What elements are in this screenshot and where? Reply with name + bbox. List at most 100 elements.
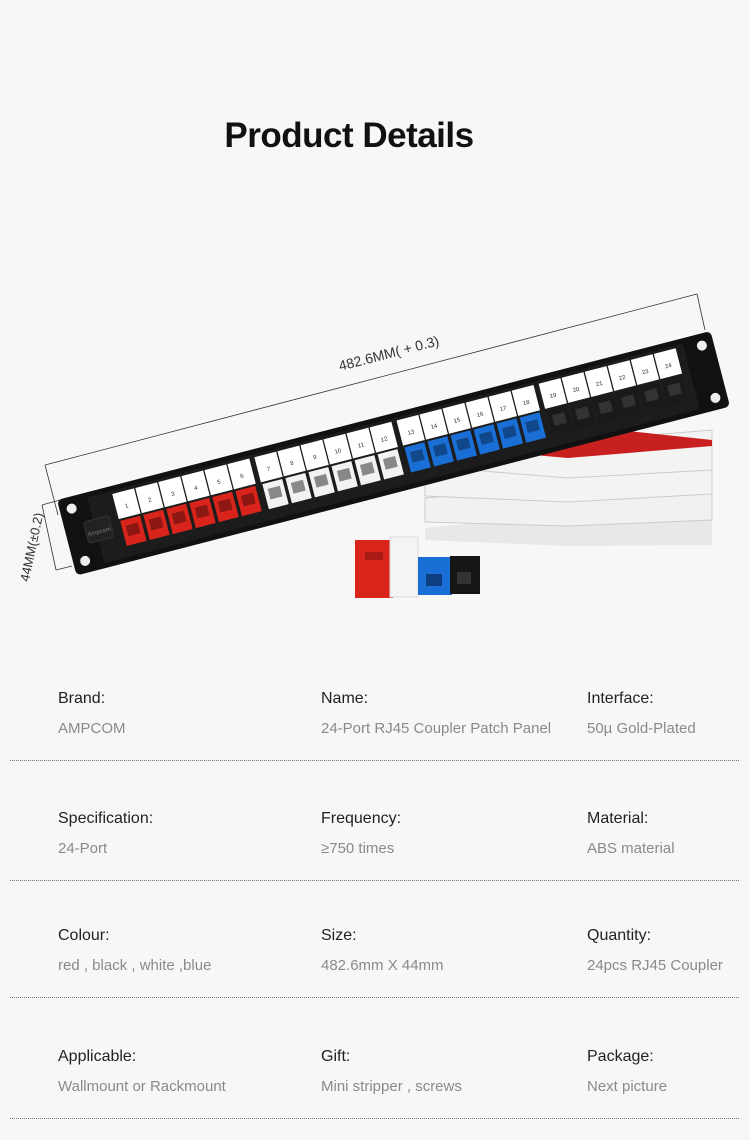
spec-row: Specification: 24-Port Frequency: ≥750 time… — [10, 810, 739, 881]
spec-value: 482.6mm X 44mm — [321, 957, 444, 974]
port-label-2 — [135, 482, 164, 514]
spec-item: Gift: Mini stripper , screws — [321, 1048, 462, 1095]
spec-label: Specification: — [58, 810, 154, 827]
port-number: 6 — [240, 473, 245, 480]
port-number: 23 — [641, 369, 650, 377]
rj45-port-5 — [212, 491, 239, 523]
port-number: 2 — [148, 497, 153, 504]
port-label-7 — [254, 451, 283, 483]
port-number: 17 — [499, 405, 508, 413]
spec-label: Name: — [321, 690, 369, 707]
port-label-3 — [158, 476, 187, 508]
spec-label: Interface: — [587, 690, 654, 707]
port-label-22 — [607, 360, 637, 392]
port-number: 19 — [549, 393, 558, 401]
port-label-5 — [204, 464, 233, 496]
spec-item: Specification: 24-Port — [58, 810, 153, 857]
spec-item: Applicable:Wallmount or Rackmount — [58, 1048, 226, 1095]
port-label-14 — [419, 408, 448, 440]
spec-label: Brand: — [58, 690, 106, 707]
spec-item: Package: Next picture — [587, 1048, 667, 1095]
port-number: 4 — [194, 485, 199, 492]
rj45-port-16 — [473, 424, 500, 455]
port-label-17 — [488, 390, 517, 422]
spec-label: Frequency: — [321, 810, 402, 827]
port-number: 24 — [665, 363, 674, 371]
port-number: 5 — [217, 479, 222, 486]
length-label: 482.6MM( + 0.3) — [337, 333, 441, 374]
port-number: 10 — [334, 448, 343, 456]
spec-label: Material: — [587, 810, 649, 827]
rj45-port-1 — [120, 515, 147, 547]
spec-item: Size: 482.6mm X 44mm — [321, 927, 444, 974]
height-label: 44MM(±0.2) — [17, 511, 46, 583]
patch-panel: Ampcom 123456789101112131415161718192021… — [58, 332, 729, 575]
spec-item: Name: 24-Port RJ45 Coupler Patch Panel — [321, 690, 551, 737]
spec-label: Gift: — [321, 1048, 351, 1065]
spec-label: Colour: — [58, 927, 110, 944]
rj45-port-14 — [427, 436, 454, 467]
port-number: 11 — [357, 442, 365, 450]
rj45-port-6 — [235, 485, 262, 517]
port-number: 21 — [595, 381, 604, 389]
port-label-1 — [112, 488, 141, 520]
spec-label: Size: — [321, 927, 357, 944]
port-label-21 — [584, 366, 614, 397]
spec-value: ≥750 times — [321, 840, 395, 857]
spec-value: red , black , white ,blue — [58, 957, 212, 974]
port-label-6 — [227, 458, 256, 490]
page-title: Product Details — [224, 116, 474, 155]
port-label-8 — [277, 445, 306, 477]
rj45-port-4 — [189, 497, 216, 529]
port-number: 13 — [407, 429, 416, 437]
port-label-10 — [323, 433, 352, 465]
port-label-23 — [630, 354, 660, 386]
port-number: 18 — [522, 399, 531, 407]
port-number: 7 — [267, 466, 272, 473]
port-label-4 — [181, 470, 210, 502]
spec-item: Quantity:24pcs RJ45 Coupler — [587, 927, 723, 974]
spec-value: ABS material — [587, 840, 675, 857]
port-number: 15 — [453, 417, 462, 425]
port-number: 3 — [171, 491, 176, 498]
spec-item: Brand: AMPCOM — [58, 690, 126, 737]
port-label-15 — [442, 402, 471, 434]
port-label-24 — [653, 348, 683, 380]
spec-value: 24-Port RJ45 Coupler Patch Panel — [321, 720, 552, 737]
dimension-lines — [41, 293, 706, 571]
port-number: 1 — [125, 503, 130, 510]
rj45-port-2 — [143, 509, 170, 541]
spec-value: Mini stripper , screws — [321, 1078, 462, 1095]
port-number: 9 — [313, 455, 318, 462]
spec-value: Next picture — [587, 1078, 668, 1095]
product-image: 482.6MM( + 0.3) 44MM(±0.2) Ampcom 123456… — [17, 293, 729, 598]
port-number: 12 — [380, 436, 389, 444]
spec-row: Colour: red , black , white ,blue Size: 482… — [10, 927, 739, 998]
coupler-samples — [355, 536, 480, 598]
spec-item: Material: ABS material — [587, 810, 675, 857]
port-number: 8 — [290, 461, 295, 468]
rj45-port-13 — [404, 442, 431, 473]
port-label-20 — [561, 372, 590, 403]
port-label-19 — [538, 378, 567, 409]
spec-value: 24-Port — [58, 840, 108, 857]
spec-label: Applicable: — [58, 1048, 137, 1065]
rj45-port-17 — [496, 418, 524, 449]
port-number: 16 — [476, 411, 485, 419]
brand-logo: Ampcom — [87, 527, 111, 539]
port-label-11 — [346, 427, 375, 459]
port-number: 20 — [572, 387, 581, 395]
spec-item: Frequency: ≥750 times — [321, 810, 401, 857]
rj45-port-15 — [450, 430, 477, 461]
spec-value: AMPCOM — [58, 720, 126, 737]
spec-item: Colour: red , black , white ,blue — [58, 927, 211, 974]
spec-value: 50µ Gold-Plated — [587, 720, 696, 737]
port-number: 14 — [430, 423, 439, 431]
spec-row: Applicable:Wallmount or Rackmount Gift: Mi… — [10, 1048, 739, 1119]
spec-value: 24pcs RJ45 Coupler — [587, 957, 723, 974]
port-label-9 — [300, 439, 329, 471]
rj45-port-18 — [519, 412, 547, 443]
spec-item: Interface: 50µ Gold-Plated — [587, 690, 696, 737]
spec-label: Package: — [587, 1048, 654, 1065]
port-label-16 — [465, 396, 494, 428]
